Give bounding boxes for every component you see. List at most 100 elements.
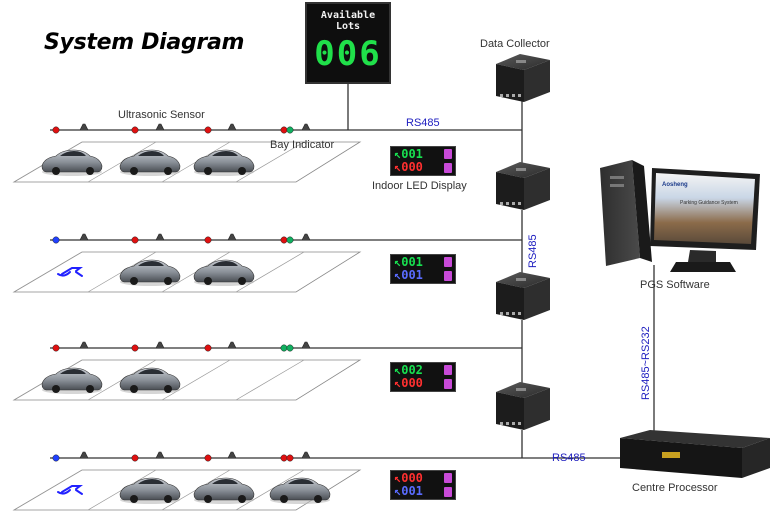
bay-indicator-light xyxy=(286,454,294,462)
collector-left xyxy=(496,282,524,320)
ultrasonic-sensor-device xyxy=(79,233,89,241)
ultrasonic-sensor-device xyxy=(301,341,311,349)
ultrasonic-sensor-device xyxy=(79,341,89,349)
car-wheel xyxy=(164,277,172,285)
collector-port xyxy=(506,94,509,97)
software-brand: Aosheng xyxy=(662,182,688,188)
parked-car xyxy=(119,367,181,394)
bay-indicator-light xyxy=(204,126,212,134)
car-windshield xyxy=(138,261,164,266)
led-right-count: ↖001 xyxy=(394,484,423,498)
collector-label-plate xyxy=(516,60,526,63)
indoor-led-display: ↖000↖001 xyxy=(390,470,456,500)
bay-indicator-light xyxy=(52,126,60,134)
sign-count: 006 xyxy=(314,34,382,74)
parked-car xyxy=(119,477,181,504)
car-windshield xyxy=(212,479,238,484)
car-wheel xyxy=(130,495,138,503)
indoor-led-display: ↖001↖001 xyxy=(390,254,456,284)
collector-port xyxy=(512,202,515,205)
centre-processor-unit xyxy=(620,430,770,478)
car-wheel xyxy=(52,385,60,393)
processor-led-panel xyxy=(662,452,680,458)
rs485-label-vertical: RS485 xyxy=(527,234,539,268)
parked-car xyxy=(41,367,103,394)
car-wheel xyxy=(130,277,138,285)
parking-symbol-icon xyxy=(444,163,452,173)
collector-left xyxy=(496,64,524,102)
car-windshield xyxy=(138,369,164,374)
led-right-count: ↖000 xyxy=(394,160,423,174)
bay-indicator-light xyxy=(204,344,212,352)
car-wheel xyxy=(204,167,212,175)
led-right-count: ↖000 xyxy=(394,376,423,390)
car-wheel xyxy=(238,167,246,175)
ultrasonic-sensor-device xyxy=(301,233,311,241)
ultrasonic-sensor-device xyxy=(227,233,237,241)
car-wheel xyxy=(130,385,138,393)
ultrasonic-sensor-device xyxy=(155,123,165,131)
ultrasonic-sensor-device xyxy=(227,123,237,131)
bay-indicator-label: Bay Indicator xyxy=(270,139,335,151)
monitor-base xyxy=(670,262,736,272)
parking-row xyxy=(12,233,362,293)
bay-indicator-light xyxy=(131,236,139,244)
software-caption: Parking Guidance System xyxy=(680,200,738,206)
car-windshield xyxy=(212,261,238,266)
parking-symbol-icon xyxy=(444,379,452,389)
led-left-count: ↖001 xyxy=(394,255,423,269)
processor-side xyxy=(742,438,770,478)
collector-port xyxy=(518,422,521,425)
indoor-led-display: ↖002↖000 xyxy=(390,362,456,392)
indoor-led-label: Indoor LED Display xyxy=(372,180,467,192)
indoor-led-display: ↖001↖000 xyxy=(390,146,456,176)
car-wheel xyxy=(238,495,246,503)
car-windshield xyxy=(60,151,86,156)
data-collector-box xyxy=(496,382,550,430)
collector-right xyxy=(524,60,550,102)
bay-divider xyxy=(235,141,305,183)
ultrasonic-sensor-device xyxy=(227,341,237,349)
monitor-stand xyxy=(688,250,716,262)
data-collector-box xyxy=(496,272,550,320)
led-left-count: ↖002 xyxy=(394,363,423,377)
car-windshield xyxy=(60,369,86,374)
collector-port xyxy=(500,94,503,97)
sign-header: Available Lots xyxy=(320,10,376,32)
car-windshield xyxy=(288,479,314,484)
collector-port xyxy=(518,202,521,205)
collector-port xyxy=(506,202,509,205)
collector-port xyxy=(500,202,503,205)
data-collector-box xyxy=(496,54,550,102)
parking-symbol-icon xyxy=(444,487,452,497)
centre-processor-label: Centre Processor xyxy=(632,482,718,494)
parking-symbol-icon xyxy=(444,257,452,267)
car-wheel xyxy=(86,167,94,175)
ultrasonic-sensor-device xyxy=(155,341,165,349)
bay-indicator-light xyxy=(286,126,294,134)
led-left-count: ↖000 xyxy=(394,471,423,485)
ultrasonic-sensor-device xyxy=(79,451,89,459)
collector-left xyxy=(496,392,524,430)
parking-symbol-icon xyxy=(444,365,452,375)
pc-screen xyxy=(654,173,755,244)
bay-indicator-light xyxy=(131,454,139,462)
collector-port xyxy=(518,312,521,315)
ultrasonic-sensor-device xyxy=(155,451,165,459)
collector-port xyxy=(500,422,503,425)
parked-car xyxy=(119,259,181,286)
parking-row xyxy=(12,451,362,511)
bay-divider xyxy=(235,469,305,511)
ultrasonic-sensor-device xyxy=(79,123,89,131)
parking-row xyxy=(12,341,362,401)
bay-indicator-light xyxy=(280,126,288,134)
collector-port xyxy=(512,422,515,425)
parked-car xyxy=(193,477,255,504)
collector-port xyxy=(518,94,521,97)
car-wheel xyxy=(86,385,94,393)
car-wheel xyxy=(280,495,288,503)
disabled-parking-icon xyxy=(57,485,83,495)
parked-car xyxy=(119,149,181,176)
pc-drive-bay xyxy=(610,184,624,187)
